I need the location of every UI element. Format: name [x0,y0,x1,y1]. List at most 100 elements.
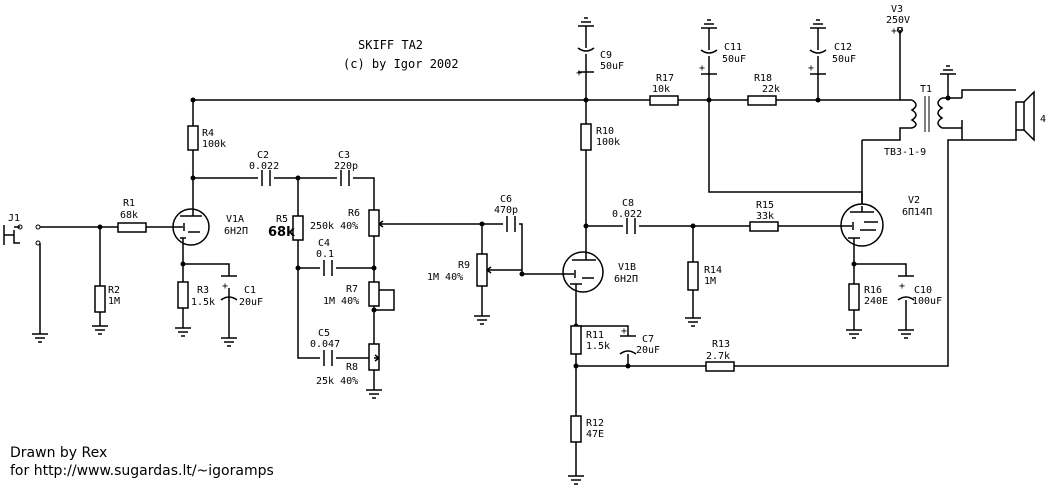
label-r6-ref: R6 [348,208,360,219]
resistor-r3 [177,281,189,309]
schematic-copyright: (c) by Igor 2002 [343,57,459,71]
label-v1b-ref: V1B [618,262,636,273]
supply-terminal [897,27,903,33]
transformer-t1 [910,96,962,132]
label-r16-ref: R16 [864,285,882,296]
label-speaker-impedance: 4 [1040,114,1046,125]
svg-text:+: + [699,63,705,74]
label-r2-ref: R2 [108,285,120,296]
tube-v1a [172,205,210,247]
tube-v1b [560,250,604,294]
capacitor-c4 [323,260,333,276]
resistor-r4 [187,125,199,151]
resistor-r11 [570,325,582,355]
label-r13-value: 2.7k [706,351,730,362]
label-r5-value: 68k [268,225,295,240]
resistor-r16 [848,283,860,311]
label-c6-ref: C6 [500,194,512,205]
capacitor-c10 [897,275,915,301]
label-c7-ref: C7 [642,334,654,345]
credit-author: Drawn by Rex [10,445,107,461]
label-r17-value: 10k [652,84,670,95]
wires [13,26,1017,476]
label-r12-value: 47E [586,429,604,440]
label-c4-ref: C4 [318,238,330,249]
label-v1b-value: 6H2П [614,274,638,285]
resistor-r2 [94,285,106,313]
label-r11-value: 1.5k [586,341,610,352]
resistor-r12 [570,415,582,443]
potentiometer-r9 [476,253,488,287]
capacitor-c8 [626,218,636,234]
label-r16-value: 240E [864,296,888,307]
label-t1-value: TB3-1-9 [884,147,926,158]
junctions [97,95,951,369]
svg-text:+: + [222,281,228,292]
label-r10-value: 100k [596,137,620,148]
capacitors: + + + + + + [220,47,915,366]
label-c8-ref: C8 [622,198,634,209]
label-c5-ref: C5 [318,328,330,339]
resistor-r10 [580,123,592,151]
label-r9-ref: R9 [458,260,470,271]
capacitor-c12 [809,49,827,75]
svg-text:+: + [899,281,905,292]
label-v3-ref: V3 [891,4,903,15]
label-r3-value: 1.5k [191,297,215,308]
label-c9-value: 50uF [600,61,624,72]
label-v1a-ref: V1A [226,214,244,225]
label-c11-ref: C11 [724,42,742,53]
label-r14-ref: R14 [704,265,722,276]
resistor-r15 [749,221,779,232]
label-r1-ref: R1 [123,198,135,209]
label-r12-ref: R12 [586,418,604,429]
label-r18-ref: R18 [754,73,772,84]
resistor-r14 [687,261,699,291]
label-r17-ref: R17 [656,73,674,84]
label-c4-value: 0.1 [316,249,334,260]
schematic-title: SKIFF TA2 [358,38,423,52]
label-c10-ref: C10 [914,285,932,296]
potentiometer-r7 [368,281,380,307]
capacitor-c7 [619,335,637,355]
label-r6-value: 250k 40% [310,221,358,232]
label-c2-ref: C2 [257,150,269,161]
input-jack-j1 [3,224,41,246]
label-c3-value: 220p [334,161,358,172]
speaker [1015,90,1035,142]
component-labels: J1 R1 68k R2 1M R3 1.5k R4 100k R5 68k R… [8,4,1046,440]
label-r4-value: 100k [202,139,226,150]
label-r5-ref: R5 [276,214,288,225]
label-v2-value: 6П14П [902,207,932,218]
credit-url: for http://www.sugardas.lt/~igoramps [10,463,274,479]
label-c3-ref: C3 [338,150,350,161]
label-r13-ref: R13 [712,339,730,350]
label-c10-value: 100uF [912,296,942,307]
label-r18-value: 22k [762,84,780,95]
capacitor-c2 [261,170,271,186]
capacitor-c1 [220,275,238,301]
potentiometer-r6 [368,209,380,237]
resistor-r17 [649,95,679,106]
capacitor-c11 [700,49,718,75]
capacitor-c5 [323,350,333,366]
label-v1a-value: 6H2П [224,226,248,237]
resistor-r1 [117,222,147,233]
label-r2-value: 1M [108,296,120,307]
capacitor-c3 [340,170,350,186]
label-r8-value: 25k 40% [316,376,358,387]
label-c8-value: 0.022 [612,209,642,220]
label-c6-value: 470p [494,205,518,216]
label-r9-value: 1M 40% [427,272,463,283]
resistor-r18 [747,95,777,106]
resistor-r5 [292,215,304,241]
label-c7-value: 20uF [636,345,660,356]
label-v3-rail: +V [891,26,903,37]
label-c1-ref: C1 [244,285,256,296]
label-r15-ref: R15 [756,200,774,211]
label-c5-value: 0.047 [310,339,340,350]
label-c11-value: 50uF [722,54,746,65]
label-r10-ref: R10 [596,126,614,137]
label-r11-ref: R11 [586,330,604,341]
